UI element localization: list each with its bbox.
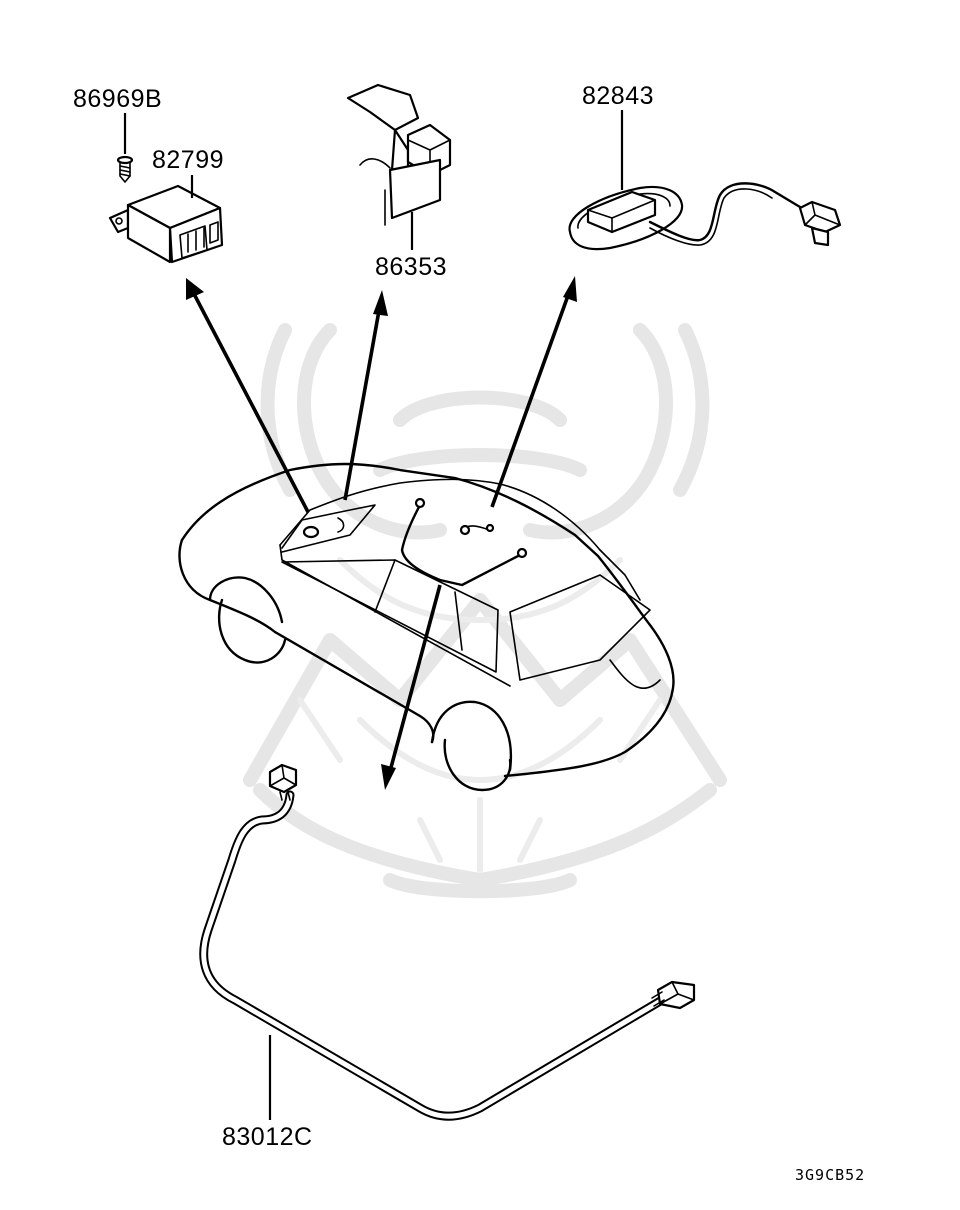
callout-arrows <box>186 276 577 790</box>
part-label-bracket: 86353 <box>375 253 447 281</box>
harness-icon <box>199 763 696 1121</box>
part-label-harness: 83012C <box>222 1123 313 1151</box>
relay-icon <box>108 184 224 264</box>
screw-icon <box>116 155 134 183</box>
bracket-icon <box>346 83 452 226</box>
part-label-screw: 86969B <box>73 85 162 113</box>
part-label-relay: 82799 <box>152 146 224 174</box>
part-label-lamp: 82843 <box>582 82 654 110</box>
figure-code: 3G9CB52 <box>795 1166 865 1184</box>
vehicle-icon <box>178 462 675 792</box>
lamp-icon <box>568 182 842 251</box>
